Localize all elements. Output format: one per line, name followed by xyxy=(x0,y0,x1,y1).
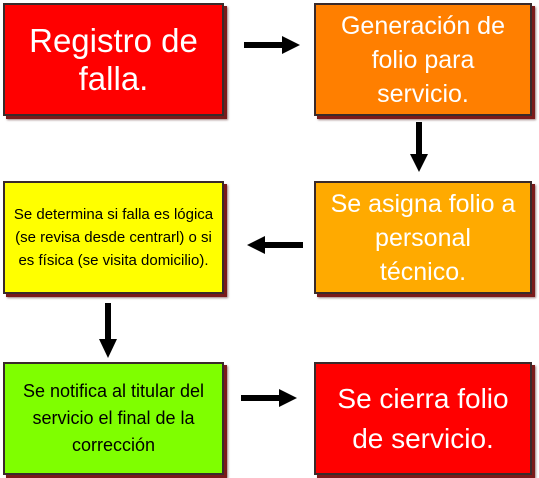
step-label: Se asigna folio a personal técnico. xyxy=(330,189,516,286)
arrow-down-icon xyxy=(99,303,117,358)
step-generacion-folio: Generación de folio para servicio. xyxy=(314,3,532,116)
step-label: Se cierra folio de servicio. xyxy=(337,382,509,454)
arrow-left-icon xyxy=(247,236,303,254)
step-notifica-titular: Se notifica al titular del servicio el f… xyxy=(3,362,224,475)
arrow-right-icon xyxy=(241,389,297,407)
step-determina-falla: Se determina si falla es lógica (se revi… xyxy=(3,181,224,294)
step-cierra-folio: Se cierra folio de servicio. xyxy=(314,362,532,475)
step-asigna-folio: Se asigna folio a personal técnico. xyxy=(314,181,532,294)
arrow-right-icon xyxy=(244,36,300,54)
step-label: Se determina si falla es lógica (se revi… xyxy=(13,206,214,269)
step-label: Se notifica al titular del servicio el f… xyxy=(22,381,205,455)
step-label: Generación de folio para servicio. xyxy=(340,11,505,108)
step-label: Registro de falla. xyxy=(29,21,198,97)
step-registro-falla: Registro de falla. xyxy=(3,3,224,116)
arrow-down-icon xyxy=(410,122,428,172)
